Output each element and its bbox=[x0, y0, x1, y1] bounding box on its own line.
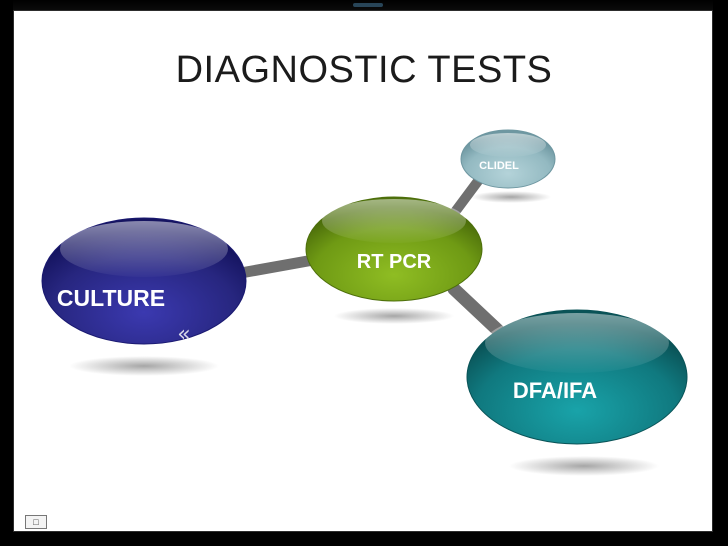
diagram: CULTURE « RT PCR CLIDEL DFA/IFA bbox=[41, 129, 688, 476]
node-clidel[interactable]: CLIDEL bbox=[460, 129, 556, 189]
rt-pcr-shadow bbox=[334, 308, 454, 324]
node-clidel-label: CLIDEL bbox=[479, 160, 519, 172]
node-dfa-ifa[interactable]: DFA/IFA bbox=[466, 309, 688, 445]
node-culture[interactable]: CULTURE « bbox=[41, 217, 247, 347]
node-dfa-ifa-label: DFA/IFA bbox=[513, 378, 597, 403]
slide: DIAGNOSTIC TESTS bbox=[13, 10, 713, 532]
culture-shadow bbox=[69, 356, 219, 376]
top-strip-accent bbox=[353, 3, 383, 7]
double-chevron-icon: « bbox=[177, 322, 190, 347]
slide-title: DIAGNOSTIC TESTS bbox=[175, 49, 553, 91]
node-culture-label: CULTURE bbox=[57, 285, 165, 311]
node-rt-pcr-label: RT PCR bbox=[357, 251, 432, 273]
connector-rtpcr-dfaifa bbox=[447, 282, 511, 343]
dfa-ifa-shadow bbox=[509, 456, 659, 476]
node-rt-pcr[interactable]: RT PCR bbox=[305, 196, 483, 302]
clidel-shadow bbox=[471, 191, 551, 203]
top-strip bbox=[13, 0, 713, 10]
slide-options-icon[interactable]: □ bbox=[25, 515, 47, 529]
